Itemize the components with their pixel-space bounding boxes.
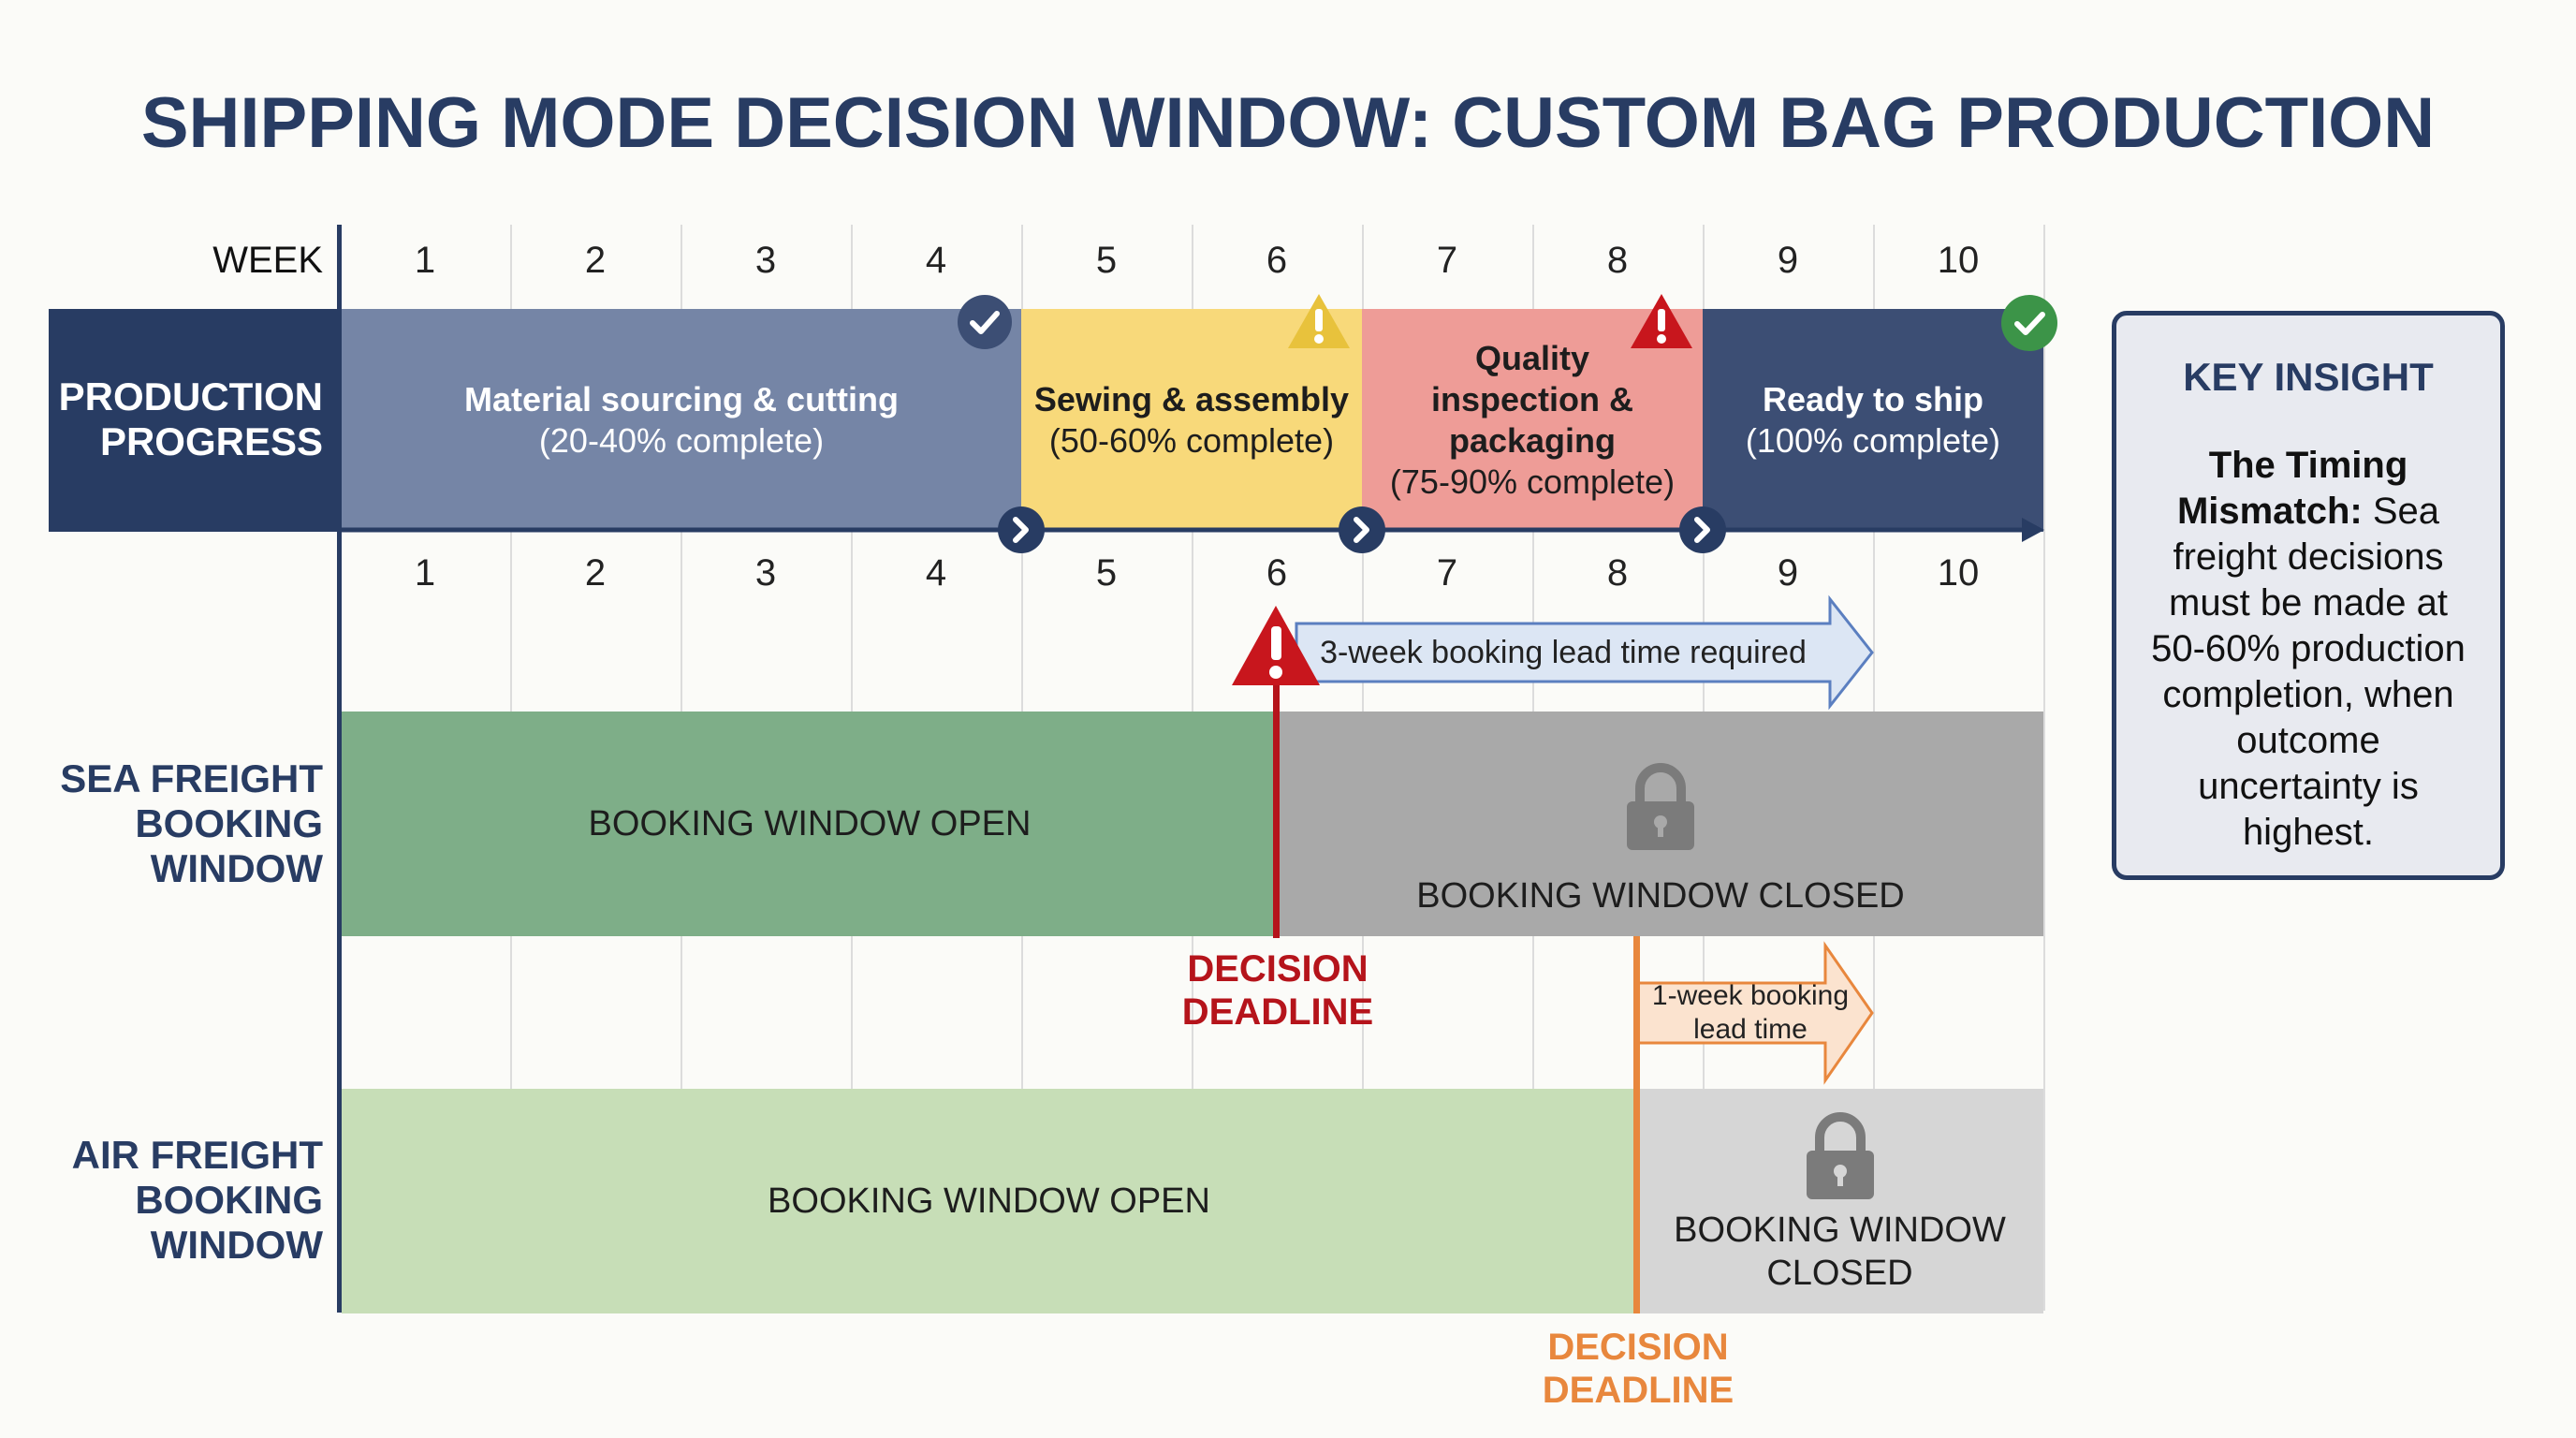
week-number: 2	[584, 240, 607, 281]
week-number: 10	[1937, 240, 1980, 281]
week-number: 6	[1266, 552, 1288, 594]
week-number: 5	[1095, 552, 1118, 594]
sea-window-closed: BOOKING WINDOW CLOSED	[1278, 712, 2043, 936]
phase-detail: (50-60% complete)	[1048, 421, 1335, 460]
week-number: 9	[1777, 552, 1799, 594]
phase-detail: (100% complete)	[1745, 421, 2001, 460]
week-number: 1	[414, 240, 436, 281]
chevron-right-icon	[1679, 506, 1726, 553]
sea-lead-time-label: 3-week booking lead time required	[1320, 634, 1807, 670]
week-number: 7	[1436, 552, 1458, 594]
week-number: 10	[1937, 552, 1980, 594]
week-number: 5	[1095, 240, 1118, 281]
week-number: 3	[754, 552, 777, 594]
success-check-icon	[2001, 295, 2057, 351]
week-number: 8	[1606, 552, 1629, 594]
sea-decision-deadline: DECISION DEADLINE	[1181, 948, 1374, 1033]
alert-icon	[1631, 294, 1692, 348]
production-label-block	[49, 309, 341, 532]
week-number: 8	[1606, 240, 1629, 281]
phase-detail: (75-90% complete)	[1389, 462, 1676, 501]
week-number: 9	[1777, 240, 1799, 281]
week-number: 1	[414, 552, 436, 594]
key-insight-panel: KEY INSIGHT The Timing Mismatch: Sea fre…	[2112, 311, 2505, 880]
sea-window-open: BOOKING WINDOW OPEN	[342, 712, 1278, 936]
check-icon	[958, 295, 1012, 349]
air-freight-label: AIR FREIGHT BOOKING WINDOW	[71, 1133, 323, 1267]
phase-name: Sewing & assembly	[1033, 380, 1350, 418]
alert-icon	[1232, 606, 1320, 685]
week-number: 4	[925, 552, 947, 594]
key-insight-title: KEY INSIGHT	[2183, 355, 2434, 399]
phase-name: Material sourcing & cutting	[463, 380, 900, 418]
key-insight-text: Sea freight decisions must be made at 50…	[2151, 491, 2466, 853]
air-lead-time-label: 1-week booking lead time	[1651, 980, 1850, 1045]
sea-freight-label: SEA FREIGHT BOOKING WINDOW	[60, 756, 323, 890]
week-number: 3	[754, 240, 777, 281]
page-title: SHIPPING MODE DECISION WINDOW: CUSTOM BA…	[140, 83, 2436, 163]
sea-deadline-line	[1273, 655, 1280, 938]
sea-window-closed-label: BOOKING WINDOW CLOSED	[1416, 875, 1905, 916]
chevron-right-icon	[1339, 506, 1385, 553]
key-insight-body: The Timing Mismatch: Sea freight decisio…	[2143, 443, 2474, 856]
chevron-right-icon	[998, 506, 1045, 553]
air-decision-deadline: DECISION DEADLINE	[1542, 1327, 1734, 1411]
phase-ready-to-ship: Ready to ship (100% complete)	[1703, 309, 2043, 532]
week-number: 2	[584, 552, 607, 594]
week-label: WEEK	[212, 240, 323, 281]
phase-name: Ready to ship	[1762, 380, 1984, 418]
air-window-open: BOOKING WINDOW OPEN	[342, 1089, 1636, 1313]
warning-icon	[1288, 294, 1350, 348]
left-axis	[337, 225, 342, 1313]
air-window-closed: BOOKING WINDOW CLOSED	[1636, 1089, 2043, 1313]
phase-name: Quality inspection & packaging	[1430, 339, 1634, 460]
lock-icon	[1627, 762, 1694, 850]
air-window-closed-label: BOOKING WINDOW CLOSED	[1674, 1211, 2006, 1293]
lock-icon	[1806, 1112, 1874, 1199]
phase-material-sourcing: Material sourcing & cutting (20-40% comp…	[342, 309, 1021, 532]
week-number: 4	[925, 240, 947, 281]
air-deadline-line	[1633, 936, 1640, 1313]
production-progress-label: PRODUCTION PROGRESS	[58, 374, 323, 463]
week-number: 7	[1436, 240, 1458, 281]
phase-detail: (20-40% complete)	[538, 421, 825, 460]
key-insight-lead: The Timing Mismatch:	[2176, 445, 2408, 532]
week-number: 6	[1266, 240, 1288, 281]
